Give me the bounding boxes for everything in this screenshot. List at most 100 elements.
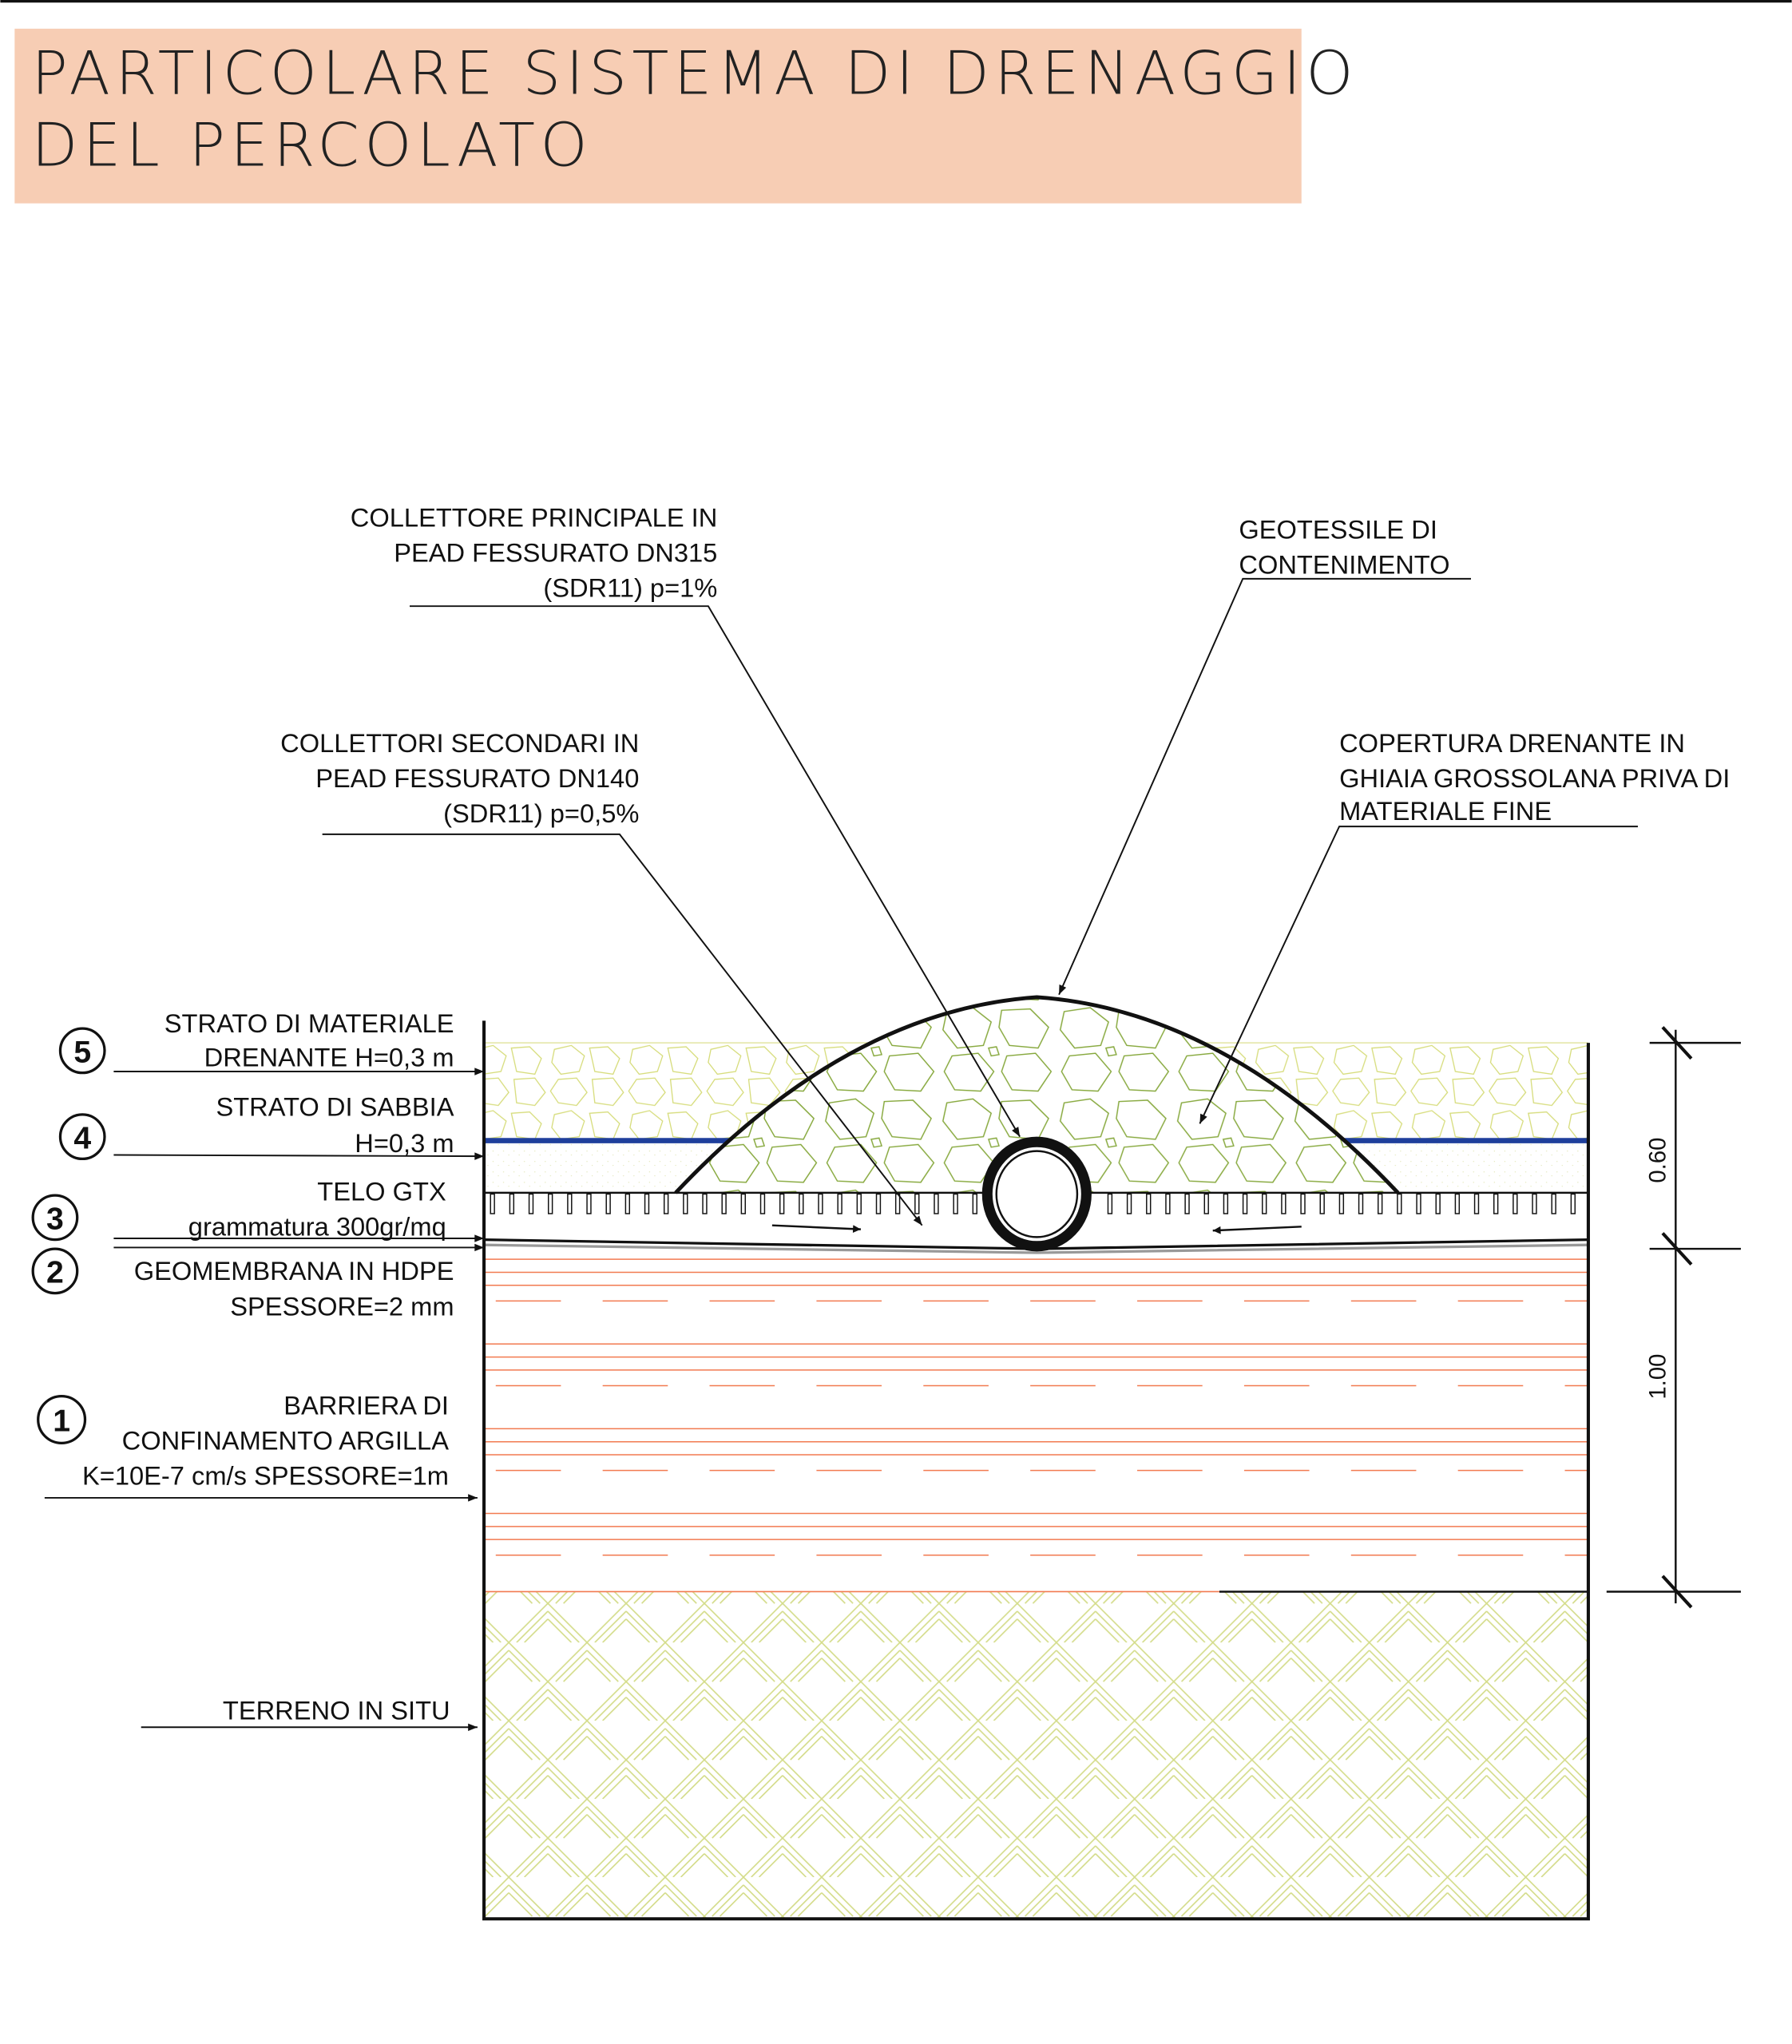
callout-text: (SDR11) p=1%: [543, 573, 717, 603]
gtx-tick: [528, 1193, 534, 1214]
gtx-tick: [1397, 1193, 1402, 1214]
gtx-tick: [818, 1193, 823, 1214]
dimension-line: [1606, 1026, 1741, 1609]
gtx-tick: [624, 1193, 631, 1214]
layer-number: 5: [73, 1036, 91, 1070]
gtx-tick: [1165, 1193, 1171, 1214]
gtx-tick: [567, 1193, 573, 1214]
layer-label-2: 2 GEOMEMBRANA IN HDPE SPESSORE=2 mm: [31, 1243, 485, 1321]
gtx-tick: [934, 1193, 939, 1214]
layer-label-5: 5 STRATO DI MATERIALE DRENANTE H=0,3 m: [58, 1008, 485, 1075]
layer-number: 1: [53, 1404, 70, 1439]
gtx-tick: [586, 1193, 592, 1214]
gtx-tick: [1532, 1193, 1537, 1214]
gtx-tick: [1184, 1193, 1190, 1214]
gtx-tick: [1300, 1193, 1306, 1214]
gtx-tick: [1319, 1193, 1325, 1214]
title-line-1: PARTICOLARE SISTEMA DI DRENAGGIO: [32, 38, 1358, 109]
callout-text: GHIAIA GROSSOLANA PRIVA DI: [1339, 763, 1730, 793]
section-outline: [482, 1020, 1590, 1921]
layer-number: 4: [73, 1121, 91, 1155]
gtx-tick: [547, 1193, 553, 1214]
gtx-tick: [1281, 1193, 1287, 1214]
gtx-ticks: [490, 1193, 1576, 1214]
gtx-tick: [1223, 1193, 1229, 1214]
layer-text: H=0,3 m: [355, 1128, 454, 1158]
gtx-tick: [721, 1193, 727, 1214]
callout-text: GEOTESSILE DI: [1239, 514, 1437, 544]
callout-text: MATERIALE FINE: [1339, 796, 1552, 826]
ground-text: TERRENO IN SITU: [223, 1695, 450, 1725]
layer-label-1: 1 BARRIERA DI CONFINAMENTO ARGILLA K=10E…: [37, 1390, 478, 1502]
gtx-tick: [1512, 1193, 1518, 1214]
gtx-tick: [1146, 1193, 1152, 1214]
gtx-tick: [914, 1193, 920, 1214]
layer-text: STRATO DI SABBIA: [216, 1092, 454, 1122]
dimension-lower: 1.00: [1644, 1353, 1671, 1399]
layer-text: TELO GTX: [317, 1177, 446, 1206]
gtx-tick: [1551, 1193, 1556, 1214]
gtx-tick: [1378, 1193, 1383, 1214]
layer-text: SPESSORE=2 mm: [230, 1291, 454, 1321]
ground-label: TERRENO IN SITU: [141, 1695, 478, 1731]
gtx-tick: [509, 1193, 515, 1214]
gtx-tick: [856, 1193, 862, 1214]
gtx-tick: [663, 1193, 669, 1214]
callout-geotextile: GEOTESSILE DI CONTENIMENTO: [1058, 514, 1472, 996]
layer-text: STRATO DI MATERIALE: [165, 1008, 454, 1038]
callout-text: PEAD FESSURATO DN140: [315, 763, 639, 793]
layer-text: grammatura 300gr/mq: [188, 1212, 446, 1242]
layer-text: GEOMEMBRANA IN HDPE: [134, 1256, 454, 1285]
layer-text: BARRIERA DI: [283, 1390, 449, 1420]
callout-main-collector: COLLETTORE PRINCIPALE IN PEAD FESSURATO …: [351, 503, 1021, 1138]
gtx-tick: [1473, 1193, 1480, 1214]
callout-text: COLLETTORE PRINCIPALE IN: [351, 503, 718, 533]
gtx-tick: [894, 1193, 901, 1214]
gtx-tick: [1358, 1193, 1364, 1214]
gtx-tick: [644, 1193, 650, 1214]
layer-label-3: 3 TELO GTX grammatura 300gr/mq: [31, 1177, 485, 1242]
layer-text: K=10E-7 cm/s SPESSORE=1m: [82, 1461, 449, 1491]
gtx-tick: [490, 1193, 495, 1214]
gtx-tick: [759, 1193, 766, 1214]
gtx-tick: [1126, 1193, 1132, 1214]
gtx-tick: [702, 1193, 708, 1214]
callout-text: COPERTURA DRENANTE IN: [1339, 728, 1685, 758]
callout-drainage-cover: COPERTURA DRENANTE IN GHIAIA GROSSOLANA …: [1199, 728, 1730, 1124]
gtx-tick: [799, 1193, 804, 1214]
gtx-tick: [1242, 1193, 1248, 1214]
callout-text: (SDR11) p=0,5%: [443, 798, 639, 828]
callout-text: COLLETTORI SECONDARI IN: [280, 728, 639, 758]
gtx-tick: [972, 1193, 977, 1214]
callout-text: PEAD FESSURATO DN315: [394, 538, 717, 568]
layer-text: DRENANTE H=0,3 m: [204, 1043, 454, 1072]
gtx-tick: [1493, 1193, 1499, 1214]
gtx-tick: [1570, 1193, 1576, 1214]
in-situ-soil: [484, 1591, 1588, 1919]
gtx-tick: [683, 1193, 688, 1214]
title-background: [14, 28, 1302, 204]
gtx-tick: [837, 1193, 842, 1214]
dimension-upper: 0.60: [1644, 1137, 1671, 1182]
layer-number: 2: [46, 1256, 64, 1290]
main-collector-pipe: [981, 1136, 1092, 1252]
gtx-tick: [1416, 1193, 1421, 1214]
clay-barrier-layer: [484, 1258, 1588, 1556]
gtx-tick: [1107, 1193, 1113, 1214]
gtx-tick: [1262, 1193, 1267, 1214]
flow-arrow-right: [1212, 1226, 1302, 1234]
gtx-tick: [1435, 1193, 1441, 1214]
title-block: PARTICOLARE SISTEMA DI DRENAGGIO DEL PER…: [14, 28, 1358, 204]
flow-arrow-left: [771, 1224, 861, 1234]
gtx-tick: [1454, 1193, 1461, 1214]
layer-number: 3: [46, 1202, 64, 1237]
gtx-tick: [953, 1193, 958, 1214]
layer-label-4: 4 STRATO DI SABBIA H=0,3 m: [58, 1092, 485, 1161]
gtx-tick: [1338, 1193, 1345, 1214]
title-line-2: DEL PERCOLATO: [32, 109, 593, 180]
gtx-tick: [605, 1193, 611, 1214]
callout-secondary-collectors: COLLETTORI SECONDARI IN PEAD FESSURATO D…: [280, 728, 923, 1226]
gtx-tick: [740, 1193, 747, 1214]
callout-text: CONTENIMENTO: [1239, 549, 1449, 579]
